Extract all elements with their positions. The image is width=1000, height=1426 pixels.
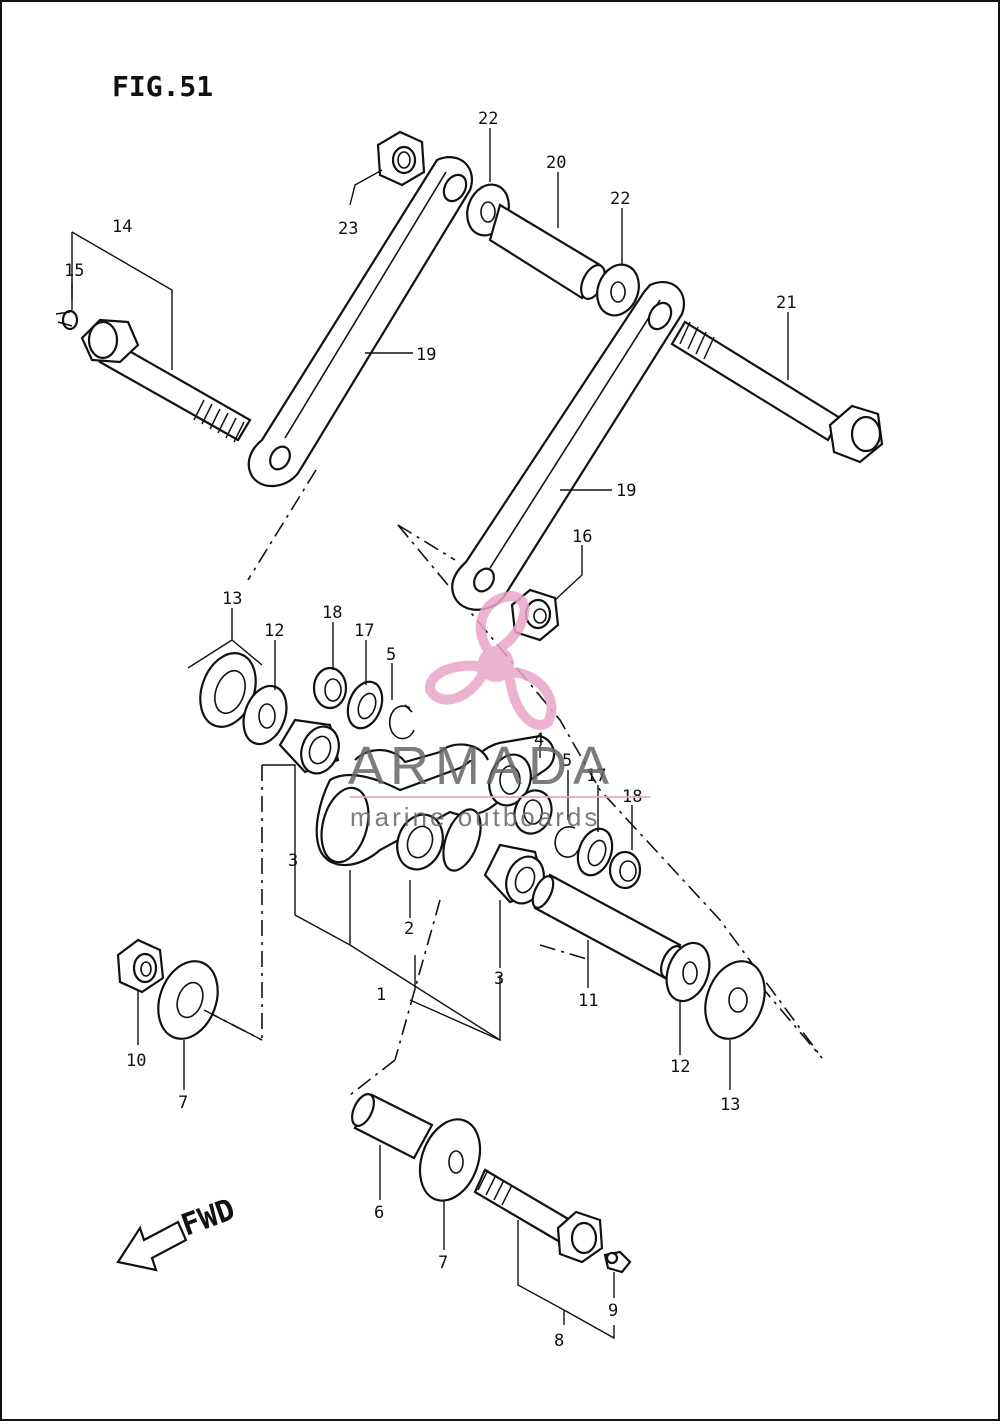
collar-6	[351, 1093, 434, 1160]
callout-6: 6	[374, 1203, 384, 1223]
bearing-right-group	[513, 789, 553, 835]
callout-22-top: 22	[478, 109, 498, 129]
washer-7-bottom	[418, 1118, 482, 1202]
callout-4: 4	[534, 730, 544, 750]
callout-20: 20	[546, 153, 566, 173]
cushion-lever-4	[315, 734, 556, 872]
shaft-11	[531, 873, 684, 980]
washer-7-left	[157, 960, 219, 1040]
fwd-label: FWD	[177, 1192, 240, 1243]
callout-7-bottom: 7	[438, 1253, 448, 1273]
washer-12-right	[665, 941, 711, 1003]
callout-21: 21	[776, 293, 796, 313]
flange-nut-10	[116, 938, 165, 994]
watermark-brand: ARMADA	[348, 736, 615, 796]
callout-8: 8	[554, 1331, 564, 1351]
callout-5-upper: 5	[386, 645, 396, 665]
callout-17-upper: 17	[354, 621, 374, 641]
lower-link-rod	[451, 280, 685, 611]
callout-5-right: 5	[562, 751, 572, 771]
dust-seal-13-right	[704, 960, 766, 1040]
washer-12-left	[242, 684, 288, 746]
callout-17-right: 17	[586, 766, 606, 786]
callout-13-right: 13	[720, 1095, 740, 1115]
callout-19-upper: 19	[416, 345, 436, 365]
callout-13-left: 13	[222, 589, 242, 609]
watermark-tagline: marine outboards	[350, 802, 600, 832]
callout-3-right: 3	[494, 969, 504, 989]
callout-14: 14	[112, 217, 132, 237]
callout-15: 15	[64, 261, 84, 281]
propeller-icon	[425, 590, 557, 730]
callout-7-left: 7	[178, 1093, 188, 1113]
callout-12-right: 12	[670, 1057, 690, 1077]
bolt-14	[55, 309, 252, 443]
brand-watermark: ARMADA marine outboards	[348, 590, 650, 832]
needle-bearing-3-left	[278, 718, 340, 775]
callout-18-upper: 18	[322, 603, 342, 623]
forward-direction-indicator: FWD	[116, 1192, 240, 1272]
callout-1: 1	[376, 985, 386, 1005]
callout-3-left: 3	[288, 851, 298, 871]
flange-nut-23	[376, 130, 426, 187]
figure-title: FIG.51	[112, 70, 213, 103]
callout-23: 23	[338, 219, 358, 239]
callout-22-right: 22	[610, 189, 630, 209]
callout-12-left: 12	[264, 621, 284, 641]
callout-2: 2	[404, 919, 414, 939]
washer-17-right	[576, 827, 614, 877]
bolt-8	[473, 1168, 604, 1264]
circlip-5-upper	[388, 704, 415, 740]
callout-labels: 23 22 20 22 14 15 19 21 19 16 13 12 18 1…	[64, 109, 796, 1351]
bolt-21	[670, 320, 884, 464]
callout-10: 10	[126, 1051, 146, 1071]
circlip-5-right	[554, 826, 579, 858]
callout-9: 9	[608, 1301, 618, 1321]
callout-19-lower: 19	[616, 481, 636, 501]
callout-11: 11	[578, 991, 598, 1011]
grease-nipple-9	[603, 1250, 632, 1274]
upper-link-rod	[247, 156, 473, 488]
forward-arrow-icon	[116, 1220, 188, 1272]
leader-lines	[71, 128, 789, 1340]
spacer-18-upper	[312, 666, 348, 710]
collar-with-washers	[466, 183, 640, 317]
spacer-18-right	[608, 850, 642, 890]
washer-17-upper	[346, 680, 384, 730]
callout-16: 16	[572, 527, 592, 547]
